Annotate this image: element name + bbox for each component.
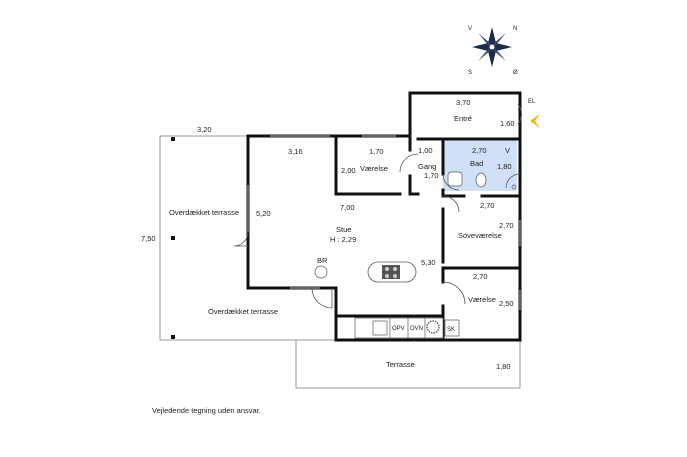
toilet-icon	[475, 172, 487, 188]
sink-icon	[447, 171, 463, 187]
entre-label: Entré	[454, 114, 472, 123]
bad-v-label: V	[505, 146, 510, 155]
kitchen-sink-icon	[372, 320, 388, 336]
stue-depth: 5,30	[421, 258, 436, 267]
br-label: BR	[317, 256, 328, 265]
left-dimension: 7,50	[141, 234, 156, 243]
top-dimension: 3,20	[197, 125, 212, 134]
vaerelse1-height: 2,00	[341, 166, 356, 175]
gang-label: Gang	[418, 162, 436, 171]
opv-label: OPV	[392, 326, 405, 332]
sk-label: SK	[447, 327, 455, 333]
terrace-post	[171, 335, 175, 339]
gang-dimension: 1,00	[418, 146, 433, 155]
stue-label: Stue	[336, 225, 351, 234]
covered-terrace-outline	[159, 135, 336, 341]
stue-height: H : 2,29	[330, 235, 356, 244]
entre-dimension: 3,70	[456, 98, 471, 107]
terrace2-label: Overdækket terrasse	[208, 307, 278, 316]
stove-icon	[314, 265, 328, 279]
compass-s-label: S	[468, 70, 472, 76]
stue-top-dimension: 3,16	[288, 147, 303, 156]
windows	[247, 135, 521, 310]
el-label: EL	[528, 99, 536, 105]
sove-height: 2,70	[499, 221, 514, 230]
compass-v-label: V	[468, 26, 472, 32]
cooktop-icon	[382, 265, 400, 279]
entrance-arrow-icon	[530, 114, 540, 128]
terrace-post	[171, 236, 175, 240]
terrace3-dimension: 1,80	[496, 362, 511, 371]
gang-height: 1,70	[424, 171, 439, 180]
compass-n-label: N	[513, 26, 517, 32]
terrace3-label: Terrasse	[386, 360, 415, 369]
cabinet-sk	[444, 319, 460, 337]
ovn-label: OVN	[410, 326, 423, 332]
terrace1-dimension: 5,20	[256, 209, 271, 218]
drain-icon	[511, 184, 517, 190]
vaerelse2-label: Værelse	[468, 295, 496, 304]
terrace-post	[171, 137, 175, 141]
vaerelse2-height: 2,50	[499, 299, 514, 308]
terrace1-label: Overdækket terrasse	[169, 208, 239, 217]
vaerelse1-width: 1,70	[369, 147, 384, 156]
outer-wall	[246, 91, 522, 342]
stue-width: 7,00	[340, 203, 355, 212]
bad-label: Bad	[470, 159, 483, 168]
door-dimension: 1,60	[500, 119, 515, 128]
compass-o-label: Ø	[513, 70, 518, 76]
bad-height: 1,80	[497, 162, 512, 171]
vaerelse2-width: 2,70	[473, 272, 488, 281]
compass-rose-icon	[472, 27, 512, 67]
vaerelse1-label: Værelse	[360, 164, 388, 173]
bad-dimension: 2,70	[472, 146, 487, 155]
fan-icon	[426, 320, 440, 334]
door-swings	[233, 103, 522, 309]
disclaimer-text: Vejledende tegning uden ansvar.	[152, 406, 261, 415]
sove-label: Soveværelse	[458, 231, 502, 240]
sove-width: 2,70	[480, 201, 495, 210]
terrace-outline	[295, 340, 521, 389]
